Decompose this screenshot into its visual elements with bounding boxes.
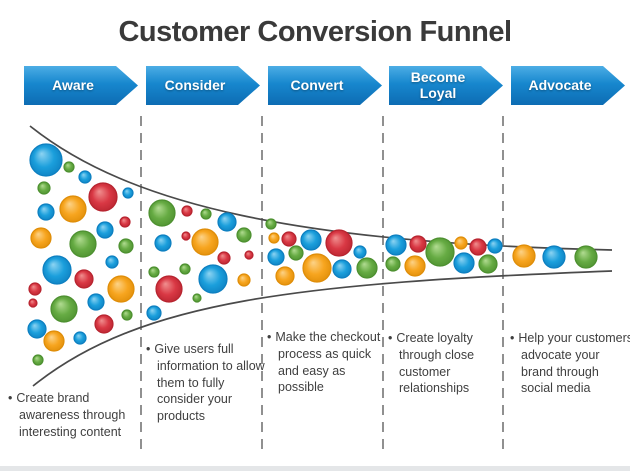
customer-bubble-orange	[302, 253, 332, 283]
page-title: Customer Conversion Funnel	[118, 16, 512, 48]
customer-bubble-red	[28, 282, 42, 296]
customer-bubble-blue	[27, 319, 47, 339]
customer-bubble-blue	[122, 187, 134, 199]
customer-bubble-blue	[353, 245, 367, 259]
customer-bubble-blue	[453, 252, 475, 274]
funnel-top-curve	[29, 125, 613, 251]
customer-bubble-blue	[105, 255, 119, 269]
customer-bubble-green	[265, 218, 277, 230]
stage-note-convert: •Make the checkout process as quick and …	[267, 329, 386, 396]
customer-bubble-green	[148, 199, 176, 227]
stage-note-text: Help your customers advocate your brand …	[518, 331, 630, 396]
customer-bubble-red	[119, 216, 131, 228]
customer-bubble-green	[385, 256, 401, 272]
customer-bubble-green	[356, 257, 378, 279]
customer-bubble-red	[28, 298, 38, 308]
customer-bubble-orange	[237, 273, 251, 287]
customer-bubble-green	[179, 263, 191, 275]
customer-bubble-orange	[43, 330, 65, 352]
customer-bubble-blue	[78, 170, 92, 184]
customer-bubble-green	[32, 354, 44, 366]
stage-arrow-label: Convert	[290, 76, 344, 93]
bullet-dot: •	[510, 331, 515, 345]
stage-note-become-loyal: •Create loyalty through close customer r…	[388, 330, 507, 397]
bullet-dot: •	[8, 391, 13, 405]
customer-bubble-red	[281, 231, 297, 247]
customer-bubble-blue	[198, 264, 228, 294]
customer-bubble-blue	[96, 221, 114, 239]
customer-bubble-orange	[512, 244, 536, 268]
customer-bubble-green	[37, 181, 51, 195]
customer-bubble-green	[574, 245, 598, 269]
stage-arrow-label: Become Loyal	[410, 69, 466, 101]
customer-bubble-blue	[73, 331, 87, 345]
stage-arrow-advocate: Advocate	[511, 66, 625, 105]
customer-bubble-red	[325, 229, 353, 257]
customer-bubble-blue	[87, 293, 105, 311]
stage-note-advocate: •Help your customers advocate your brand…	[510, 330, 630, 397]
customer-bubble-red	[181, 205, 193, 217]
customer-bubble-green	[118, 238, 134, 254]
customer-bubble-red	[217, 251, 231, 265]
stage-note-text: Create brand awareness through interesti…	[16, 391, 126, 439]
bullet-dot: •	[146, 342, 151, 356]
customer-bubble-blue	[385, 234, 407, 256]
customer-bubble-green	[121, 309, 133, 321]
customer-bubble-blue	[29, 143, 63, 177]
customer-bubble-blue	[332, 259, 352, 279]
customer-bubble-blue	[300, 229, 322, 251]
bullet-dot: •	[267, 330, 272, 344]
stage-arrow-consider: Consider	[146, 66, 260, 105]
customer-bubble-green	[425, 237, 455, 267]
customer-bubble-red	[88, 182, 118, 212]
customer-bubble-green	[63, 161, 75, 173]
stage-arrow-convert: Convert	[268, 66, 382, 105]
customer-bubble-green	[288, 245, 304, 261]
customer-bubble-orange	[268, 232, 280, 244]
image-bottom-edge	[0, 466, 630, 471]
stage-note-text: Create loyalty through close customer re…	[396, 331, 475, 396]
customer-bubble-red	[155, 275, 183, 303]
customer-bubble-orange	[107, 275, 135, 303]
stage-arrow-become-loyal: Become Loyal	[389, 66, 503, 105]
customer-bubble-green	[200, 208, 212, 220]
customer-bubble-orange	[404, 255, 426, 277]
bullet-dot: •	[388, 331, 393, 345]
customer-bubble-green	[478, 254, 498, 274]
stage-arrow-label: Consider	[164, 76, 226, 93]
customer-bubble-green	[192, 293, 202, 303]
customer-bubble-blue	[146, 305, 162, 321]
customer-bubble-red	[94, 314, 114, 334]
customer-bubble-red	[74, 269, 94, 289]
customer-bubble-green	[236, 227, 252, 243]
customer-bubble-blue	[154, 234, 172, 252]
customer-bubble-blue	[267, 248, 285, 266]
customer-bubble-red	[409, 235, 427, 253]
customer-bubble-blue	[42, 255, 72, 285]
customer-bubble-blue	[487, 238, 503, 254]
stage-arrow-label: Aware	[52, 76, 94, 93]
customer-bubble-blue	[37, 203, 55, 221]
customer-bubble-orange	[191, 228, 219, 256]
customer-bubble-orange	[30, 227, 52, 249]
stage-arrow-label: Advocate	[528, 76, 592, 93]
customer-bubble-orange	[454, 236, 468, 250]
customer-bubble-red	[244, 250, 254, 260]
customer-bubble-green	[50, 295, 78, 323]
stage-arrow-aware: Aware	[24, 66, 138, 105]
stage-note-consider: •Give users full information to allow th…	[146, 341, 269, 425]
stage-note-text: Make the checkout process as quick and e…	[275, 330, 381, 395]
customer-bubble-red	[469, 238, 487, 256]
customer-bubble-blue	[542, 245, 566, 269]
funnel-bottom-curve	[32, 270, 613, 387]
customer-bubble-orange	[59, 195, 87, 223]
stage-note-aware: •Create brand awareness through interest…	[8, 390, 147, 440]
customer-bubble-blue	[217, 212, 237, 232]
stage-note-text: Give users full information to allow the…	[154, 342, 265, 423]
customer-bubble-green	[148, 266, 160, 278]
customer-bubble-green	[69, 230, 97, 258]
customer-bubble-orange	[275, 266, 295, 286]
customer-bubble-red	[181, 231, 191, 241]
